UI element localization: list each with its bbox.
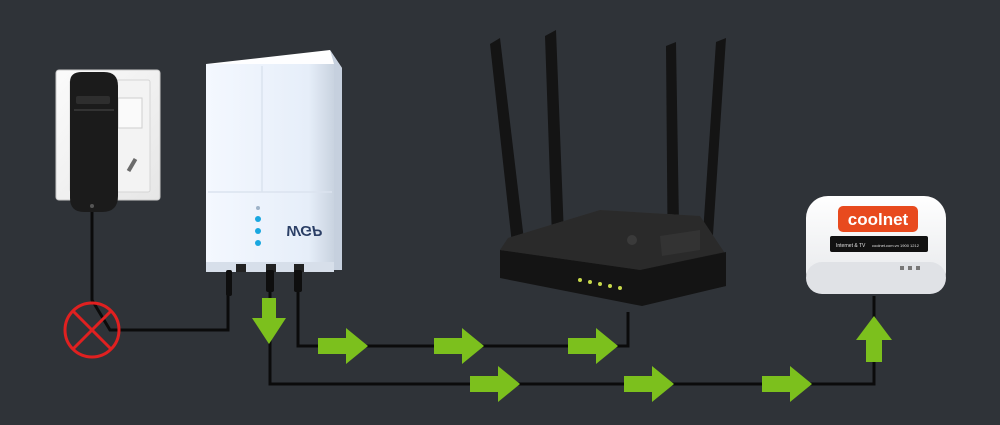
router-antennas <box>490 30 726 288</box>
arrow-right-icon <box>318 328 368 364</box>
wifi-router <box>490 30 726 306</box>
mini-ups-device: WGP <box>206 50 342 296</box>
arrow-down-icon <box>252 298 286 344</box>
arrow-right-icon <box>762 366 812 402</box>
arrow-right-icon <box>434 328 484 364</box>
arrow-up-icon <box>856 316 892 362</box>
coolnet-logo-badge <box>838 206 918 232</box>
power-flow-arrows <box>252 298 892 402</box>
arrow-right-icon <box>470 366 520 402</box>
modem-info-left: Internet & TV <box>836 243 866 249</box>
router-port-leds <box>578 278 622 290</box>
adapter-cable <box>90 210 230 332</box>
modem-status-icons <box>900 266 920 270</box>
wall-plug-adapter <box>70 72 118 212</box>
modem-info-right: coolnet.com.vn 1900 1212 <box>872 243 920 248</box>
coolnet-modem: coolnet Internet & TV coolnet.com.vn 190… <box>806 196 946 294</box>
ups-brand-label: WGP <box>286 222 323 239</box>
crossed-circle-icon <box>63 301 121 359</box>
arrow-right-icon <box>568 328 618 364</box>
coolnet-logo-text: coolnet <box>848 210 909 229</box>
status-leds <box>255 206 261 246</box>
arrow-right-icon <box>624 366 674 402</box>
ups-to-modem-cable <box>268 276 876 386</box>
